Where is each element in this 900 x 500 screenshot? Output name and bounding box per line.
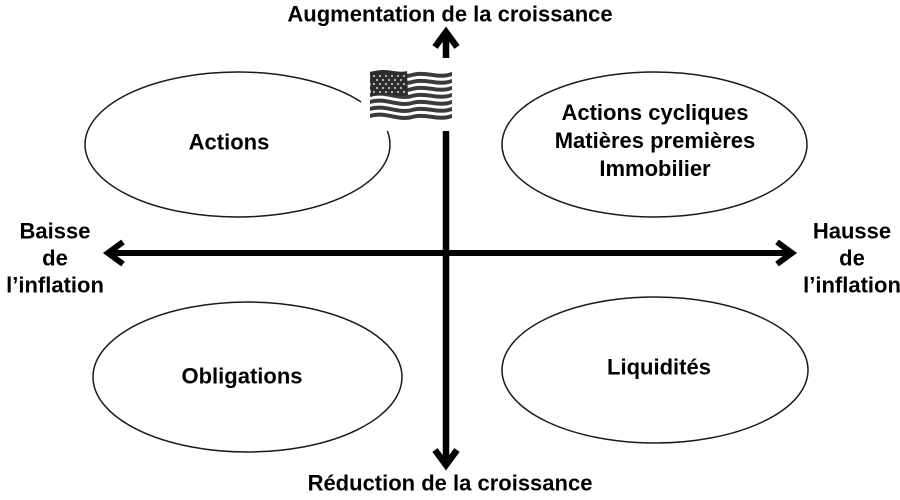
left-axis-label: Baisse de l’inflation bbox=[6, 218, 104, 299]
down-arrowhead-icon bbox=[432, 448, 460, 471]
quadrant-label-actions: Actions bbox=[188, 129, 270, 155]
left-arrowhead-icon bbox=[102, 239, 125, 267]
title-growth-up: Augmentation de la croissance bbox=[287, 1, 613, 27]
title-growth-down: Réduction de la croissance bbox=[307, 470, 593, 496]
up-arrowhead-icon bbox=[432, 26, 460, 49]
quadrant-label-cyclical-assets: Actions cycliques Matières premières Imm… bbox=[555, 99, 756, 183]
right-axis-label-line1: Hausse bbox=[812, 218, 892, 244]
ellipse-bottom-right bbox=[501, 296, 809, 444]
quadrant-label-liquidites: Liquidités bbox=[607, 354, 711, 380]
left-axis-label-line2: de bbox=[42, 245, 68, 271]
ellipse-top-left bbox=[84, 71, 391, 218]
us-flag-icon bbox=[361, 58, 458, 131]
flag-canton bbox=[370, 70, 408, 97]
ellipse-bottom-left bbox=[92, 301, 403, 453]
flag-stars bbox=[373, 75, 405, 93]
quadrant-label-obligations: Obligations bbox=[181, 363, 303, 389]
left-axis-label-line1: Baisse bbox=[19, 218, 91, 244]
right-axis-label-line2: de bbox=[839, 245, 865, 271]
quadrant-label-cyclical-line3: Immobilier bbox=[599, 156, 711, 181]
horizontal-axis bbox=[102, 239, 798, 267]
left-axis-label-line3: l’inflation bbox=[6, 272, 104, 298]
quadrant-label-cyclical-line2: Matières premières bbox=[554, 128, 756, 153]
right-axis-label: Hausse de l’inflation bbox=[803, 218, 900, 299]
right-axis-label-line3: l’inflation bbox=[803, 272, 900, 298]
right-arrowhead-icon bbox=[775, 239, 798, 267]
quadrant-label-cyclical-line1: Actions cycliques bbox=[561, 100, 749, 125]
ellipse-top-right bbox=[501, 71, 808, 218]
